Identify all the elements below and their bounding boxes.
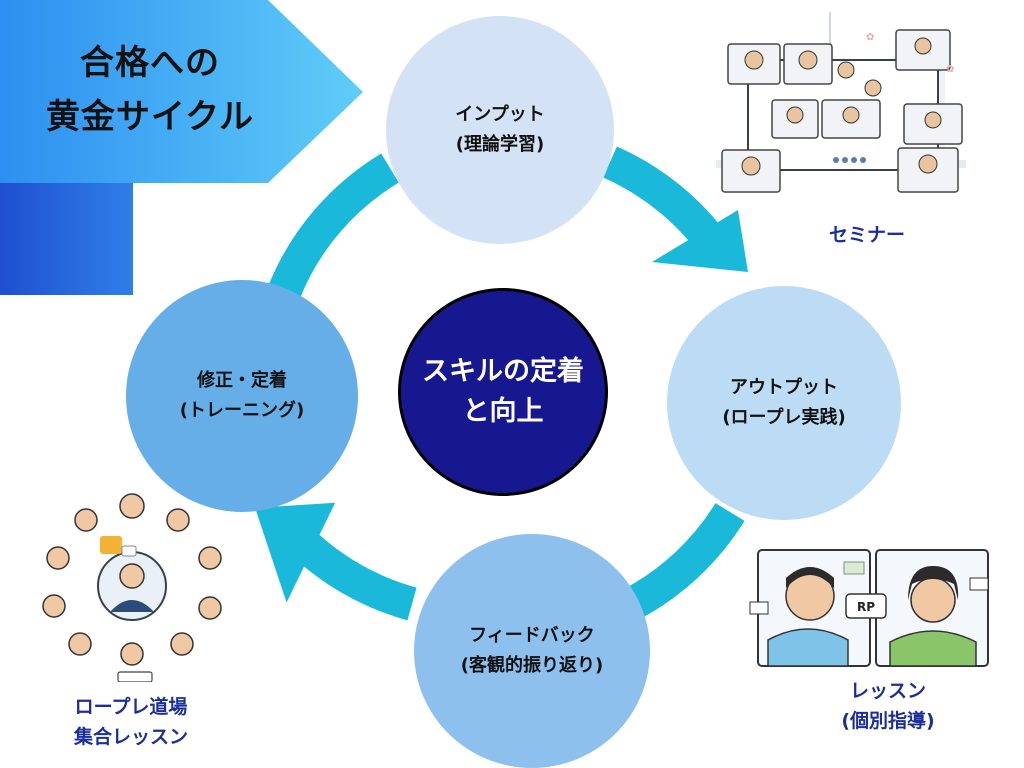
node-input: インプット (理論学習) [386, 16, 614, 244]
participant-face [741, 37, 942, 176]
caption-lesson-line-2: (個別指導) [841, 710, 935, 732]
caption-seminar: セミナー [792, 220, 942, 250]
arc-feedback-to-fix [288, 527, 417, 621]
node-fix-label: 修正・定着 [197, 370, 287, 391]
node-input-sub: (理論学習) [455, 134, 545, 155]
title-arrow-shape [0, 0, 363, 183]
center-line-2: と向上 [462, 396, 544, 427]
svg-text:✿: ✿ [946, 64, 954, 75]
arrowhead-to-fix [255, 502, 336, 603]
decorative-blue-block [0, 183, 133, 295]
arrowhead-to-output [652, 210, 748, 272]
arc-fix-to-input [269, 153, 399, 297]
node-feedback-sub: (客観的振り返り) [460, 655, 604, 676]
caption-dojo-line-1: ロープレ道場 [74, 696, 188, 718]
svg-text:✿: ✿ [866, 32, 874, 43]
node-fix-sub: (トレーニング) [179, 400, 305, 421]
node-feedback: フィードバック (客観的振り返り) [414, 534, 650, 768]
page-title: 合格への 黄金サイクル [0, 36, 300, 144]
caption-seminar-line-1: セミナー [828, 224, 905, 246]
node-feedback-label: フィードバック [469, 625, 595, 646]
caption-lesson: レッスン (個別指導) [808, 676, 968, 736]
arc-output-to-feedback [623, 502, 745, 619]
lesson-illustration: RP [749, 549, 989, 667]
node-fix: 修正・定着 (トレーニング) [126, 280, 358, 512]
center-goal: スキルの定着 と向上 [398, 288, 608, 496]
node-output-sub: (ロープレ実践) [722, 407, 846, 428]
dojo-illustration [42, 493, 222, 682]
title-line-1: 合格への [80, 43, 220, 83]
title-line-2: 黄金サイクル [45, 97, 255, 137]
node-output-label: アウトプット [730, 377, 838, 398]
caption-lesson-line-1: レッスン [849, 680, 926, 702]
seminar-illustration: ✿ ✿ [716, 12, 966, 193]
node-output: アウトプット (ロープレ実践) [667, 286, 901, 520]
attendee-face [42, 493, 222, 666]
node-input-label: インプット [455, 104, 545, 125]
lesson-rp-badge: RP [857, 600, 875, 614]
caption-dojo: ロープレ道場 集合レッスン [46, 692, 216, 752]
center-line-1: スキルの定着 [422, 356, 584, 387]
participant-tile [721, 29, 963, 193]
caption-dojo-line-2: 集合レッスン [73, 726, 188, 748]
